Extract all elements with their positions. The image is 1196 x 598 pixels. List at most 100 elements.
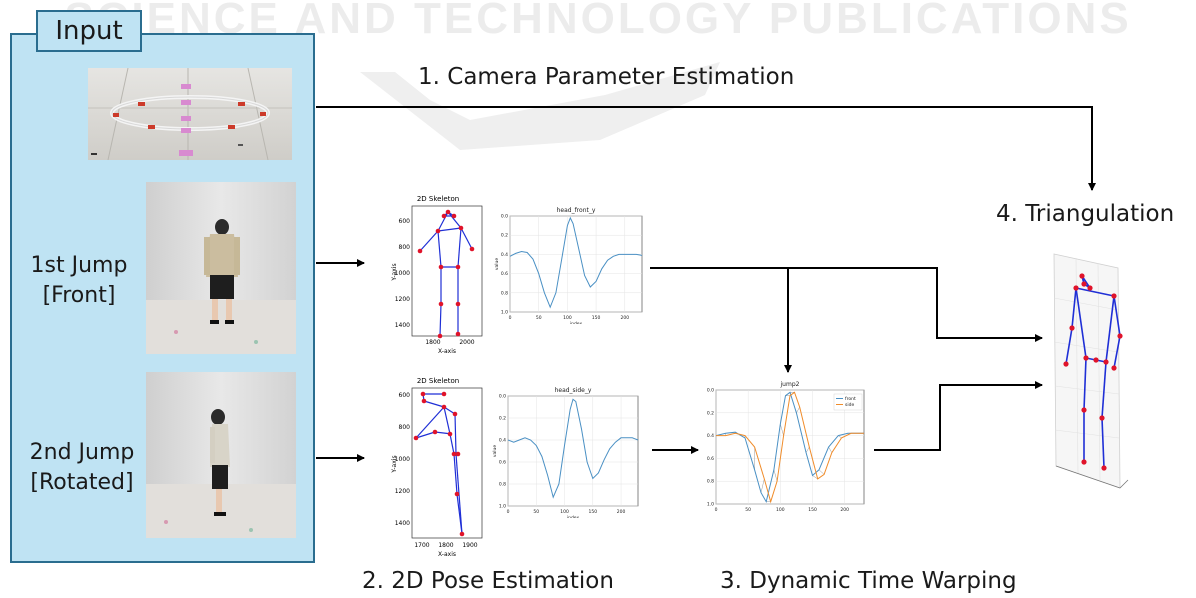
chart2-warp-link-14: [818, 469, 825, 475]
sks-ylabel: Y-axis: [391, 455, 398, 473]
chart0-ytick-2: 0.4: [501, 252, 508, 258]
sks-ytick-3: 1200: [395, 488, 410, 495]
chart1-ytick-1: 0.2: [499, 416, 506, 422]
chart2-legend-label-1: side: [845, 402, 854, 408]
chart2-ytick-4: 0.8: [707, 479, 714, 485]
skf-ylabel: Y-axis: [391, 263, 398, 281]
chart2-ytick-1: 0.2: [707, 410, 714, 416]
step1-label: 1. Camera Parameter Estimation: [418, 64, 795, 90]
chart2-warp-link-7: [773, 469, 778, 482]
chart0-ylabel: value: [494, 258, 500, 271]
sks-xlabel: X-axis: [438, 551, 456, 558]
chart1-ytick-0: 0.0: [499, 394, 506, 400]
front-jump-photo: [146, 182, 296, 354]
skf-ytick-0: 600: [399, 218, 411, 225]
chart1-series-0: [507, 398, 639, 499]
chart1-xtick-3: 150: [588, 509, 597, 515]
chart2-warp-link-12: [805, 446, 810, 453]
chart0-xlabel: index: [570, 321, 583, 324]
arrow-front-to-triangulation: [650, 267, 1043, 342]
arrow-dtw-to-triangulation: [874, 381, 1043, 451]
jump1-label-line2: [Front]: [42, 283, 116, 308]
chart1-xtick-2: 100: [560, 509, 569, 515]
chart1-title: head_side_y: [555, 387, 592, 394]
chart2-xtick-3: 150: [808, 507, 817, 513]
input-tag: Input: [36, 10, 142, 52]
chart1-xlabel: index: [567, 515, 580, 518]
skf-ytick-3: 1200: [395, 296, 410, 303]
calibration-photo: [88, 68, 292, 160]
sks-xtick-2: 1900: [462, 542, 477, 549]
chart2-series-0: [715, 391, 864, 504]
chart0-xtick-0: 0: [509, 315, 512, 321]
skf-ytick-1: 800: [399, 244, 411, 251]
chart2-xtick-4: 200: [840, 507, 849, 513]
step2-label: 2. 2D Pose Estimation: [362, 568, 614, 594]
chart0-ytick-1: 0.2: [501, 233, 508, 239]
sks-xtick-0: 1700: [414, 542, 429, 549]
step3-label: 3. Dynamic Time Warping: [720, 568, 1017, 594]
sks-xtick-1: 1800: [438, 542, 453, 549]
jump1-label-line1: 1st Jump: [30, 253, 128, 278]
chart2-legend-label-0: front: [845, 396, 856, 402]
chart0-title: head_front_y: [557, 207, 596, 214]
chart2-title: jump2: [780, 381, 800, 388]
jump2-label-line1: 2nd Jump: [29, 440, 135, 465]
head-front-y-chart: head_front_y 0 50 100 150 200 0.0 0.2 0.4 0.6 0.8 1…: [494, 207, 643, 324]
chart0-xtick-4: 200: [620, 315, 629, 321]
chart2-warp-link-11: [796, 406, 800, 413]
sks-ytick-0: 600: [399, 392, 411, 399]
step4-label: 4. Triangulation: [996, 201, 1175, 227]
skeleton-side-plot: 2D Skeleton 600 800 1000 1200 1400 1700 …: [391, 377, 483, 558]
skf-xtick-0: 1800: [425, 339, 440, 346]
chart2-xtick-0: 0: [715, 507, 718, 513]
chart2-ytick-5: 1.0: [707, 502, 714, 508]
skeleton-side-title: 2D Skeleton: [417, 377, 459, 385]
chart0-xtick-2: 100: [563, 315, 572, 321]
sks-ytick-4: 1400: [395, 520, 410, 527]
chart2-ytick-0: 0.0: [707, 388, 714, 394]
skf-xlabel: X-axis: [438, 348, 456, 355]
chart0-plot-area: [509, 215, 643, 313]
skf-xtick-1: 2000: [459, 339, 474, 346]
chart1-ytick-4: 0.8: [499, 482, 506, 488]
chart0-ytick-5: 1.0: [501, 310, 508, 316]
jump1-label: 1st Jump [Front]: [14, 251, 144, 311]
chart2-warp-link-5: [760, 478, 765, 493]
chart2-series-1: [716, 391, 864, 504]
chart1-ytick-2: 0.4: [499, 438, 506, 444]
skf-ytick-4: 1400: [395, 322, 410, 329]
skeleton-front-plot: 2D Skeleton 600 800 1000 1200 1400 1800 …: [391, 195, 483, 355]
chart1-xtick-4: 200: [617, 509, 626, 515]
chart1-xtick-0: 0: [507, 509, 510, 515]
sks-ytick-2: 1000: [395, 456, 410, 463]
chart1-ytick-3: 0.6: [499, 460, 506, 466]
dtw-jump2-chart: jump2 0 50 100 150 200 0.0 0.2 0.4 0.6 0.8 1.0 front…: [707, 381, 865, 513]
skeleton-front-title: 2D Skeleton: [417, 195, 459, 203]
skf-ytick-2: 1000: [395, 270, 410, 277]
sks-ytick-1: 800: [399, 424, 411, 431]
chart1-plot-area: [507, 395, 639, 507]
chart1-ytick-5: 1.0: [499, 504, 506, 510]
chart2-xtick-1: 50: [745, 507, 751, 513]
chart1-ylabel: value: [492, 445, 498, 458]
chart0-xtick-3: 150: [592, 315, 601, 321]
chart0-xtick-1: 50: [536, 315, 542, 321]
chart2-warp-link-15: [828, 446, 833, 453]
rotated-jump-photo: [146, 372, 296, 538]
chart2-warp-link-8: [780, 424, 784, 436]
chart2-ytick-3: 0.6: [707, 456, 714, 462]
jump2-label-line2: [Rotated]: [30, 470, 134, 495]
jump2-label: 2nd Jump [Rotated]: [14, 438, 150, 498]
chart0-ytick-3: 0.6: [501, 271, 508, 277]
chart0-series-0: [509, 216, 643, 309]
chart2-xtick-2: 100: [776, 507, 785, 513]
chart2-ytick-2: 0.4: [707, 433, 714, 439]
arrow-camera-to-triangulation: [316, 106, 1096, 191]
chart0-ytick-4: 0.8: [501, 290, 508, 296]
chart0-ytick-0: 0.0: [501, 214, 508, 220]
triangulation-3d-plot: [1053, 253, 1129, 489]
